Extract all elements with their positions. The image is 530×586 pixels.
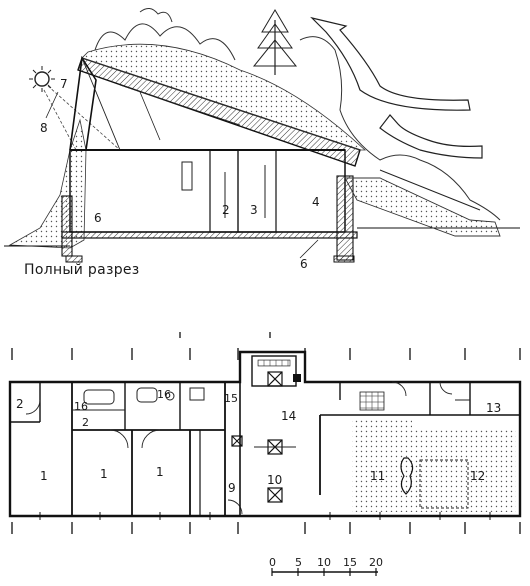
section-label-4: 4 <box>312 195 320 209</box>
plan-label-11: 11 <box>370 469 385 483</box>
scale-bar: 0 5 10 15 20 <box>269 556 383 576</box>
building-section: 7 8 6 6 2 3 4 <box>4 8 520 271</box>
plan-label-1-b: 1 <box>100 467 108 481</box>
section-label-6-left: 6 <box>94 211 102 225</box>
plan-label-16-a: 16 <box>74 400 88 413</box>
scale-tick-20: 20 <box>369 556 383 569</box>
floor-plan: 2 16 16 15 14 13 2 1 1 1 9 10 11 12 <box>8 332 522 534</box>
sun-icon <box>29 66 55 92</box>
plan-label-15: 15 <box>224 392 238 405</box>
plan-label-2-b: 2 <box>82 416 89 429</box>
plan-label-10: 10 <box>267 473 282 487</box>
plan-label-1-c: 1 <box>156 465 164 479</box>
scale-tick-5: 5 <box>295 556 302 569</box>
scale-tick-0: 0 <box>269 556 276 569</box>
plan-label-14: 14 <box>281 409 296 423</box>
section-label-8: 8 <box>40 121 48 135</box>
tree-icon <box>252 9 298 75</box>
plan-label-12: 12 <box>470 469 485 483</box>
scale-tick-10: 10 <box>317 556 331 569</box>
section-label-3: 3 <box>250 203 258 217</box>
plan-label-16-b: 16 <box>157 388 171 401</box>
section-label-7: 7 <box>60 77 68 91</box>
section-caption: Полный разрез <box>24 262 140 278</box>
scale-tick-15: 15 <box>343 556 357 569</box>
wind-arrow-icon <box>310 16 483 159</box>
section-label-6-right: 6 <box>300 257 308 271</box>
section-label-2: 2 <box>222 203 230 217</box>
plan-label-9: 9 <box>228 481 236 495</box>
plan-label-13: 13 <box>486 401 501 415</box>
plan-label-2: 2 <box>16 397 24 411</box>
plan-label-1-a: 1 <box>40 469 48 483</box>
